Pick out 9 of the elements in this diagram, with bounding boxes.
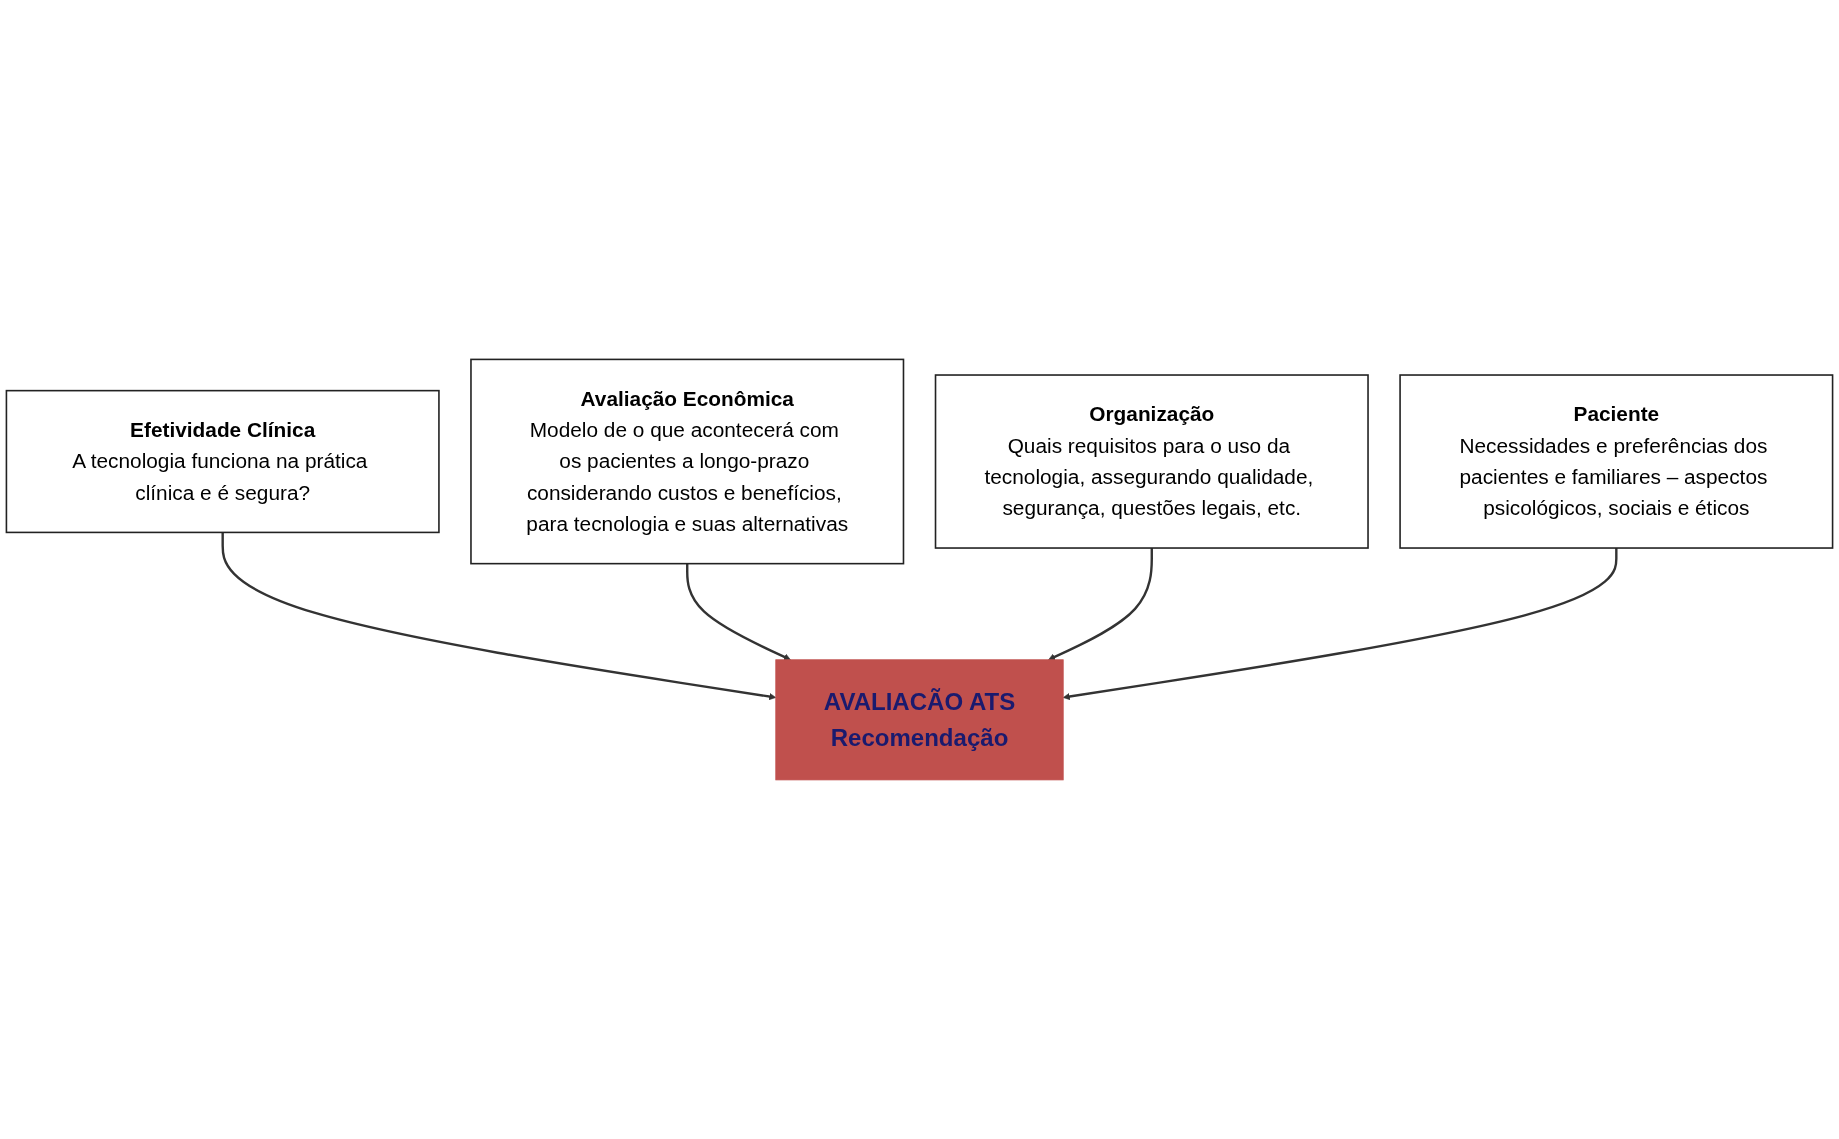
arrow	[221, 532, 777, 700]
arrow	[1048, 547, 1153, 661]
node-box: Organização Quais requisitos para o uso da tecnologia, assegurando qualidade, segurança, questões legais, etc.	[934, 374, 1369, 549]
node-box: Paciente Necessidades e preferências dos pacientes e familiares – aspectos psicológicos, sociais e éticos	[1399, 374, 1834, 549]
arrow	[1062, 547, 1618, 700]
node-box: AVALIACÃO ATS Recomendação	[775, 659, 1064, 781]
node-box: Avaliação Econômica Modelo de o que acontecerá com os pacientes a longo-prazo considerando custos e benefícios, para tecnologia e suas alternativas	[470, 358, 905, 565]
arrow	[686, 563, 791, 661]
node-box: Efetividade Clínica A tecnologia funciona na prática clínica e é segura?	[5, 389, 440, 534]
